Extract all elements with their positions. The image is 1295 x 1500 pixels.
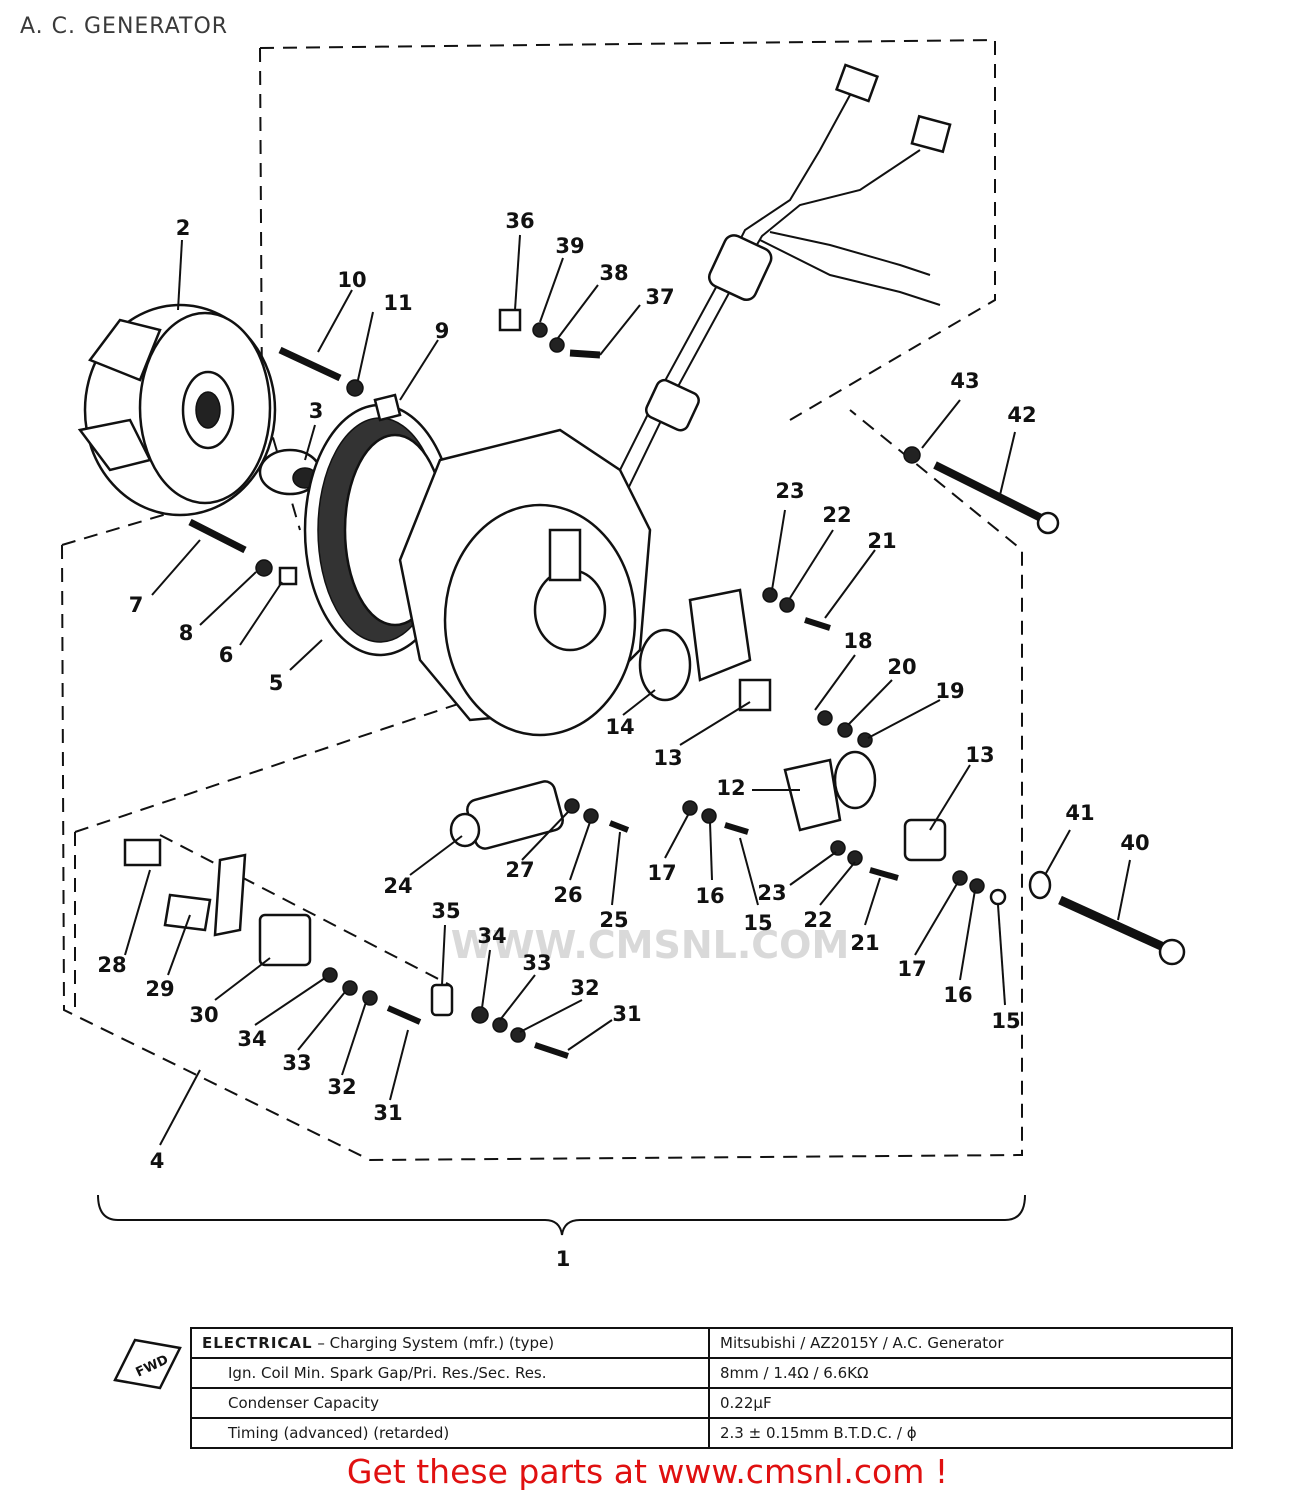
- callout-16-left: 16: [695, 884, 724, 908]
- callout-43: 43: [950, 369, 979, 393]
- callout-21-bottom: 21: [850, 931, 879, 955]
- callout-15-left: 15: [743, 911, 772, 935]
- callout-16-right: 16: [943, 983, 972, 1007]
- callout-22-top: 22: [822, 503, 851, 527]
- callout-1: 1: [556, 1247, 571, 1271]
- callout-5: 5: [269, 671, 284, 695]
- rotor: [77, 303, 277, 517]
- callout-7: 7: [129, 593, 144, 617]
- callout-42: 42: [1007, 403, 1036, 427]
- callout-19: 19: [935, 679, 964, 703]
- callout-20: 20: [887, 655, 916, 679]
- callout-31-right: 31: [612, 1002, 641, 1026]
- callout-31-left: 31: [373, 1101, 402, 1125]
- callout-34-right: 34: [477, 924, 506, 948]
- bolts: [188, 346, 1186, 1059]
- leader-lines: [124, 234, 1131, 1146]
- spec-label: Ign. Coil Min. Spark Gap/Pri. Res./Sec. …: [190, 1357, 710, 1389]
- callout-38: 38: [599, 261, 628, 285]
- callout-8: 8: [179, 621, 194, 645]
- sub-assembly-4-boundary: [74, 699, 471, 1010]
- callout-41: 41: [1065, 801, 1094, 825]
- callout-12: 12: [716, 776, 745, 800]
- base-plate-boundary: [61, 409, 1023, 1162]
- callout-32-left: 32: [327, 1075, 356, 1099]
- callout-33-right: 33: [522, 951, 551, 975]
- spec-value: 8mm / 1.4Ω / 6.6KΩ: [708, 1357, 1233, 1389]
- callout-11: 11: [383, 291, 412, 315]
- callout-17-right: 17: [897, 957, 926, 981]
- spec-category: ELECTRICAL: [202, 1334, 313, 1352]
- callout-32-right: 32: [570, 976, 599, 1000]
- spec-row: ELECTRICAL – Charging System (mfr.) (typ…: [190, 1327, 1233, 1359]
- callout-22-bottom: 22: [803, 908, 832, 932]
- callout-35: 35: [431, 899, 460, 923]
- electrical-spec-table: ELECTRICAL – Charging System (mfr.) (typ…: [190, 1327, 1233, 1449]
- washers-and-nuts: [255, 308, 1007, 1043]
- callout-25: 25: [599, 908, 628, 932]
- callout-13-left: 13: [653, 746, 682, 770]
- callout-23-bottom: 23: [757, 881, 786, 905]
- spec-value: 2.3 ± 0.15mm B.T.D.C. / ϕ: [708, 1417, 1233, 1449]
- callout-27: 27: [505, 858, 534, 882]
- callout-labels: 1 2 3 4 5 6 7 8 9 10 11 12 13 13 14 15 1…: [97, 209, 1149, 1271]
- callout-40: 40: [1120, 831, 1149, 855]
- callout-9: 9: [435, 319, 450, 343]
- callout-33-left: 33: [282, 1051, 311, 1075]
- callout-39: 39: [555, 234, 584, 258]
- callout-14: 14: [605, 715, 634, 739]
- callout-4: 4: [150, 1149, 165, 1173]
- callout-30: 30: [189, 1003, 218, 1027]
- callout-34-left: 34: [237, 1027, 266, 1051]
- callout-28: 28: [97, 953, 126, 977]
- callout-37: 37: [645, 285, 674, 309]
- callout-2: 2: [176, 216, 191, 240]
- callout-29: 29: [145, 977, 174, 1001]
- spec-label: Condenser Capacity: [190, 1387, 710, 1419]
- page-title: A. C. GENERATOR: [20, 14, 229, 39]
- spec-label: Timing (advanced) (retarded): [190, 1417, 710, 1449]
- callout-21-top: 21: [867, 529, 896, 553]
- callout-26: 26: [553, 883, 582, 907]
- wiring-harness: [609, 63, 952, 496]
- callout-3: 3: [309, 399, 324, 423]
- callout-10: 10: [337, 268, 366, 292]
- callout-36: 36: [505, 209, 534, 233]
- spec-value: Mitsubishi / AZ2015Y / A.C. Generator: [708, 1327, 1233, 1359]
- spec-row: Ign. Coil Min. Spark Gap/Pri. Res./Sec. …: [190, 1357, 1233, 1389]
- callout-17-left: 17: [647, 861, 676, 885]
- spec-value: 0.22μF: [708, 1387, 1233, 1419]
- contact-breaker-parts: [638, 588, 947, 862]
- callout-15-right: 15: [991, 1009, 1020, 1033]
- condenser: [449, 780, 564, 850]
- callout-13-right: 13: [965, 743, 994, 767]
- spec-label-cell: ELECTRICAL – Charging System (mfr.) (typ…: [190, 1327, 710, 1359]
- callout-23-top: 23: [775, 479, 804, 503]
- callout-24: 24: [383, 874, 412, 898]
- fwd-arrow-icon: FWD: [110, 1330, 185, 1394]
- watermark-text: WWW.CMSNL.COM: [451, 923, 850, 967]
- assembly-1-bracket: [97, 1194, 1026, 1236]
- callout-6: 6: [219, 643, 234, 667]
- spec-row: Condenser Capacity 0.22μF: [190, 1387, 1233, 1419]
- promo-link[interactable]: Get these parts at www.cmsnl.com !: [346, 1452, 949, 1491]
- spec-label: – Charging System (mfr.) (type): [317, 1334, 555, 1352]
- callout-18: 18: [843, 629, 872, 653]
- generator-housing: [398, 428, 652, 737]
- spec-row: Timing (advanced) (retarded) 2.3 ± 0.15m…: [190, 1417, 1233, 1449]
